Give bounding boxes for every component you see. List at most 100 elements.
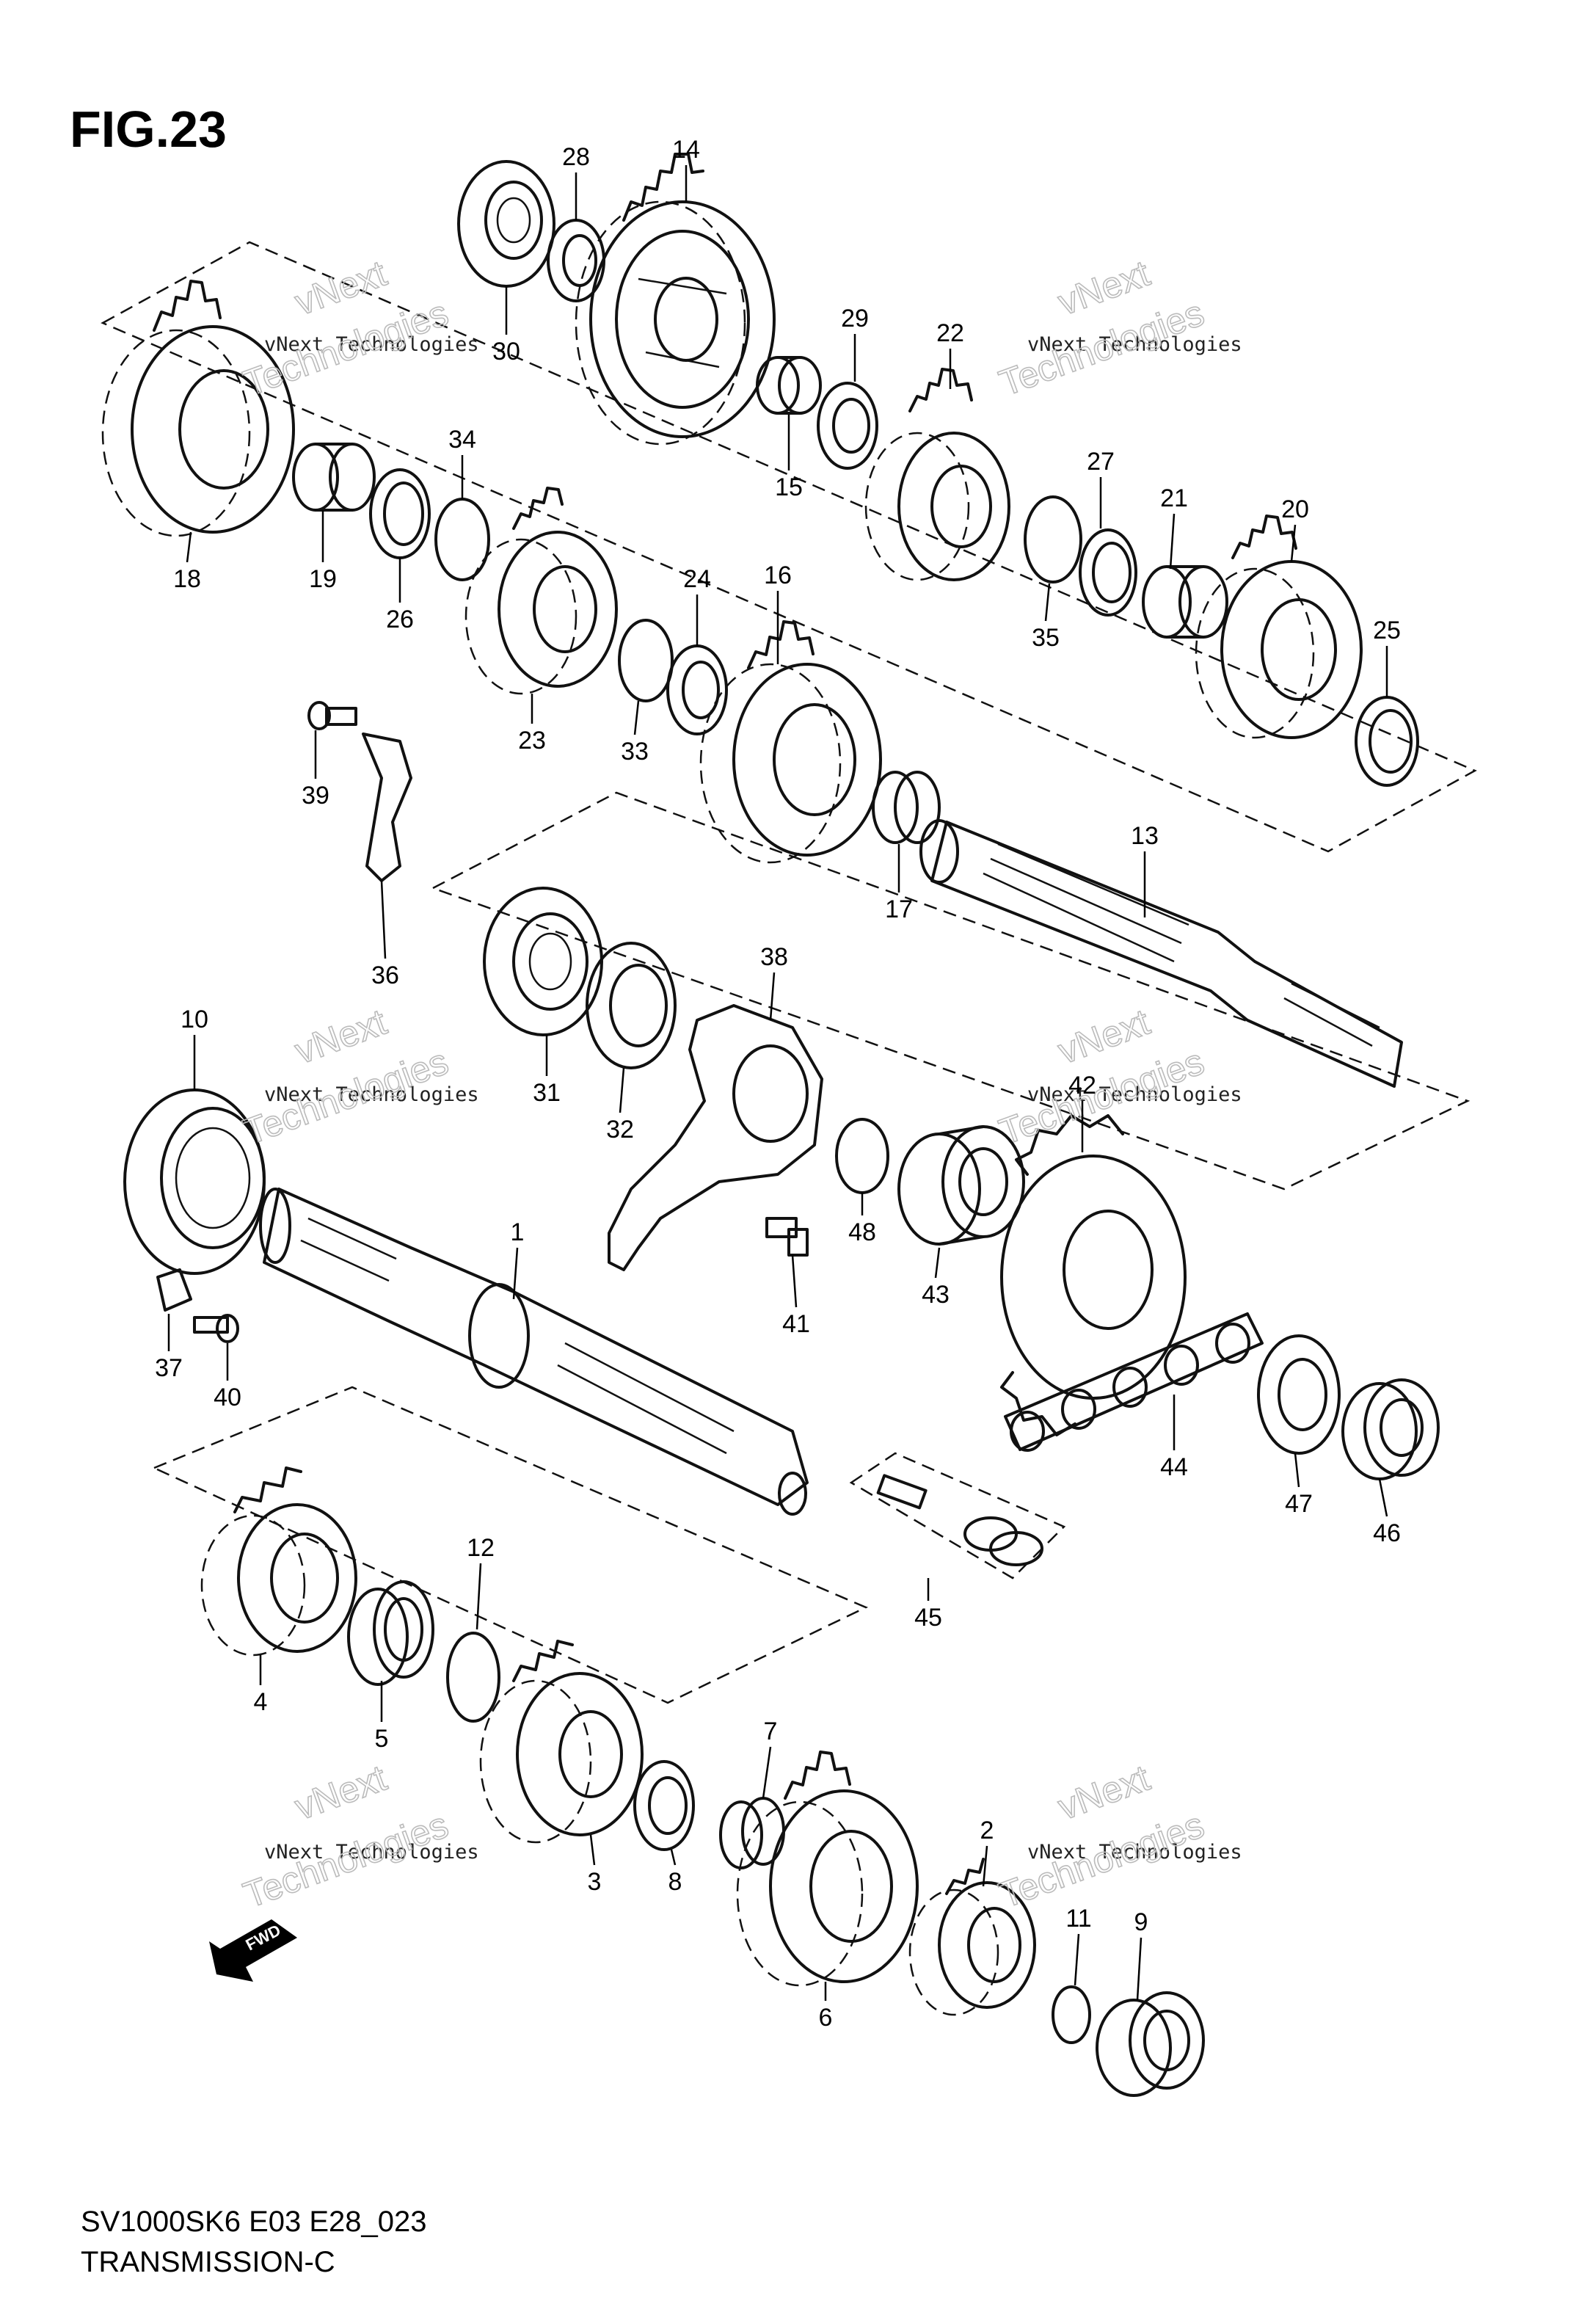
svg-text:vNext: vNext	[290, 252, 392, 323]
callout-part-41: 41	[782, 1310, 810, 1338]
leader-line-part-32	[619, 1067, 625, 1113]
callout-part-29: 29	[841, 305, 869, 332]
callout-part-25: 25	[1373, 617, 1401, 644]
callout-part-6: 6	[819, 2004, 833, 2032]
bearing-retainer-part-38	[608, 1004, 823, 1271]
callout-part-45: 45	[914, 1604, 942, 1632]
callout-part-10: 10	[181, 1006, 208, 1033]
circlip-part-12	[446, 1632, 500, 1723]
callout-part-4: 4	[254, 1688, 268, 1716]
gear-part-3	[479, 1640, 644, 1844]
callout-part-34: 34	[448, 426, 476, 454]
svg-text:vNext Technologies: vNext Technologies	[1027, 333, 1242, 356]
forward-direction-arrow: FWD	[209, 1919, 297, 1982]
oil-seal-part-32	[586, 942, 677, 1069]
leader-line-part-35	[1044, 583, 1051, 622]
screw-part-39	[307, 701, 357, 730]
bolt-part-41	[765, 1217, 809, 1257]
callout-part-3: 3	[588, 1868, 602, 1896]
gear-part-20	[1195, 515, 1363, 739]
callout-part-24: 24	[683, 565, 711, 593]
gear-part-2	[908, 1858, 1036, 2016]
callout-part-26: 26	[386, 606, 414, 633]
callout-part-22: 22	[936, 319, 964, 347]
callout-part-15: 15	[775, 473, 803, 501]
callout-part-48: 48	[848, 1218, 876, 1246]
callout-part-39: 39	[302, 782, 329, 810]
leader-line-part-18	[186, 531, 192, 563]
plate-part-37	[156, 1268, 192, 1312]
spacer-part-43	[897, 1125, 1025, 1246]
svg-text:vNext Technologies: vNext Technologies	[264, 1841, 479, 1864]
leader-line-part-38	[769, 972, 776, 1021]
circlip-part-33	[618, 619, 674, 702]
leader-line-part-21	[1169, 513, 1176, 570]
retainer-hole	[732, 1044, 809, 1143]
nut-part-46	[1341, 1378, 1440, 1480]
washer-part-28	[547, 219, 605, 302]
callout-part-36: 36	[371, 961, 399, 989]
leader-line-part-3	[589, 1834, 596, 1866]
callout-part-40: 40	[214, 1384, 241, 1411]
callout-part-16: 16	[764, 561, 792, 589]
callout-part-20: 20	[1281, 495, 1309, 523]
circlip-part-34	[434, 498, 490, 581]
bearing-part-9	[1096, 1991, 1205, 2097]
callout-part-12: 12	[467, 1534, 495, 1562]
callout-part-35: 35	[1032, 624, 1060, 652]
svg-text:vNext Technologies: vNext Technologies	[264, 1083, 479, 1106]
svg-text:vNext: vNext	[290, 1757, 392, 1828]
gear-part-6	[736, 1751, 919, 1987]
leader-line-part-33	[633, 700, 640, 735]
countershaft-part-13	[919, 819, 1403, 1088]
master-link-part-45	[849, 1452, 1066, 1579]
countershaft-assembly-frame	[101, 241, 1477, 853]
spline-washer-part-26	[369, 468, 431, 559]
mainshaft-assembly-frame	[151, 1386, 869, 1704]
svg-text:vNext: vNext	[290, 1001, 392, 1072]
leader-line-part-20	[1290, 524, 1297, 562]
watermark-3: vNext vNext Technologies Technologies	[238, 1000, 479, 1153]
model-code: SV1000SK6 E03 E28_023	[81, 2206, 427, 2238]
o-ring-part-48	[835, 1118, 889, 1194]
section-name: TRANSMISSION-C	[81, 2246, 335, 2278]
watermark-6: vNext vNext Technologies Technologies	[994, 1756, 1242, 1916]
callout-part-27: 27	[1087, 448, 1115, 476]
callout-part-43: 43	[922, 1281, 950, 1309]
callout-part-13: 13	[1131, 822, 1159, 850]
leader-line-part-1	[512, 1247, 519, 1300]
figure-title: FIG.23	[70, 101, 227, 158]
watermark-2: vNext vNext Technologies Technologies	[994, 252, 1242, 404]
bushing-part-17	[872, 771, 941, 844]
callout-part-21: 21	[1160, 484, 1188, 512]
svg-text:vNext Technologies: vNext Technologies	[1027, 1083, 1242, 1106]
leader-line-part-36	[380, 880, 387, 959]
leader-line-part-43	[934, 1247, 941, 1279]
svg-text:vNext: vNext	[1053, 1757, 1155, 1828]
callout-part-30: 30	[492, 338, 520, 366]
washer-part-47	[1257, 1334, 1341, 1455]
washer-part-29	[817, 382, 878, 470]
callout-part-46: 46	[1373, 1519, 1401, 1547]
callout-part-37: 37	[155, 1354, 183, 1382]
driveshaft-assembly-frame	[430, 791, 1471, 1190]
o-ring-part-11	[1052, 1985, 1091, 2044]
leader-line-part-9	[1136, 1937, 1143, 2001]
callout-part-32: 32	[606, 1116, 634, 1144]
leader-line-part-2	[982, 1845, 988, 1887]
callout-part-31: 31	[533, 1079, 561, 1107]
gear-part-14	[575, 153, 776, 446]
mainshaft-part-1	[259, 1188, 809, 1516]
bearing-part-31	[483, 887, 603, 1036]
circlip-part-35	[1024, 495, 1082, 584]
callout-part-5: 5	[375, 1725, 389, 1753]
callout-part-33: 33	[621, 738, 649, 766]
svg-text:vNext Technologies: vNext Technologies	[264, 333, 479, 356]
sprocket-part-42	[1000, 1114, 1187, 1436]
gear-part-22	[864, 368, 1010, 581]
leader-line-part-11	[1074, 1933, 1080, 1986]
callout-part-47: 47	[1285, 1490, 1313, 1518]
gear-part-23	[464, 487, 618, 695]
